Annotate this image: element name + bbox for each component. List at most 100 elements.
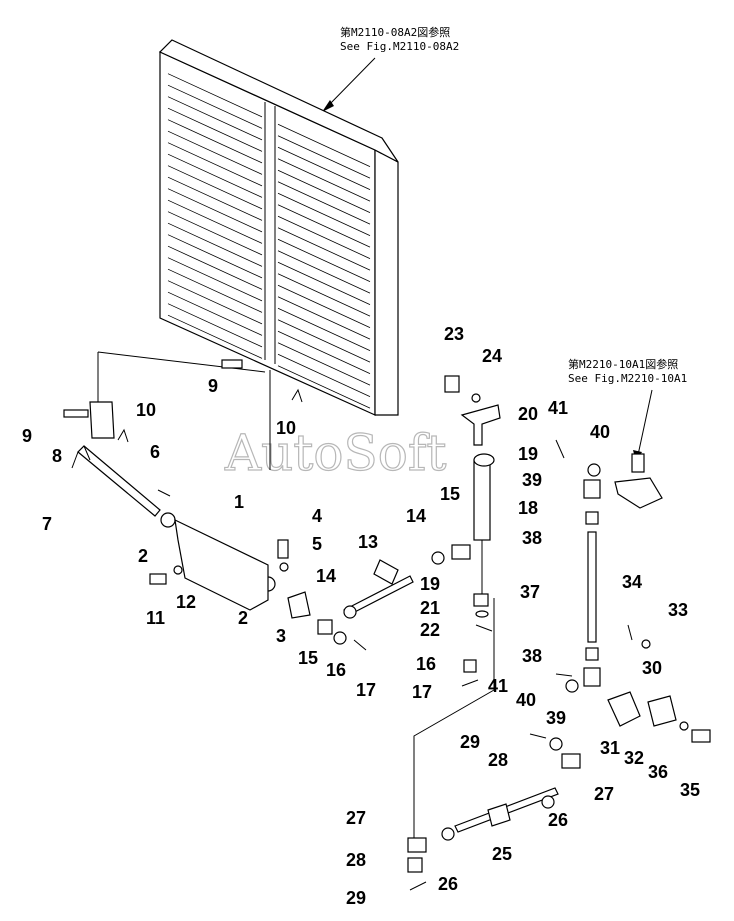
ref-right-en: See Fig.M2210-10A1: [568, 372, 687, 385]
louver-slat: [277, 261, 371, 305]
callout-26: 26: [438, 874, 458, 894]
louver-slat: [277, 123, 371, 167]
callout-28: 28: [346, 850, 366, 870]
louver-slat: [167, 176, 263, 221]
callout-labels: 1 2 2 3 4 5 6 7 8 9 9 10 10 11 12 13 14 …: [22, 324, 700, 908]
ref-right-jp: 第M2210-10A1図参照: [568, 357, 678, 371]
callout-2: 2: [138, 546, 148, 566]
louver-slat: [277, 353, 371, 397]
louver-slat: [277, 319, 371, 363]
louver-slat: [167, 165, 263, 210]
callout-12: 12: [176, 592, 196, 612]
watermark: AutoSoft: [224, 424, 446, 482]
louver-slat: [167, 280, 263, 325]
louver-slat: [277, 227, 371, 271]
ref-top-jp: 第M2110-08A2図参照: [340, 25, 450, 39]
louver-slat: [167, 188, 263, 233]
callout-25: 25: [492, 844, 512, 864]
callout-21: 21: [420, 598, 440, 618]
louver-slat: [277, 181, 371, 225]
callout-9: 9: [22, 426, 32, 446]
louver-slat: [277, 158, 371, 202]
callout-36: 36: [648, 762, 668, 782]
louver-slat: [277, 204, 371, 248]
callout-18: 18: [518, 498, 538, 518]
louver-slat: [277, 307, 371, 351]
louver-slat: [277, 330, 371, 374]
callout-41: 41: [548, 398, 568, 418]
callout-35: 35: [680, 780, 700, 800]
louver-slat: [277, 215, 371, 259]
callout-15: 15: [440, 484, 460, 504]
callout-38: 38: [522, 646, 542, 666]
louver-slat: [167, 130, 263, 175]
louver-slat: [167, 234, 263, 279]
louver-slat: [167, 303, 263, 348]
louver-slat: [277, 296, 371, 340]
callout-39: 39: [546, 708, 566, 728]
callout-4: 4: [312, 506, 322, 526]
callout-38: 38: [522, 528, 542, 548]
callout-32: 32: [624, 748, 644, 768]
callout-11: 11: [146, 608, 165, 628]
callout-29: 29: [346, 888, 366, 908]
louver-slat: [167, 153, 263, 198]
ref-top-arrowhead: [322, 100, 334, 112]
callout-23: 23: [444, 324, 464, 344]
louver-slat: [167, 119, 263, 164]
callout-29: 29: [460, 732, 480, 752]
callout-1: 1: [234, 492, 244, 512]
louver-slat: [167, 96, 263, 141]
louver-panel: [158, 39, 399, 416]
callout-31: 31: [600, 738, 620, 758]
louver-slat: [167, 199, 263, 244]
callout-30: 30: [642, 658, 662, 678]
louver-slat: [277, 192, 371, 236]
callout-9: 9: [208, 376, 218, 396]
louver-slat: [167, 222, 263, 267]
louver-slat: [167, 73, 263, 118]
callout-39: 39: [522, 470, 542, 490]
callout-14: 14: [406, 506, 426, 526]
callout-19: 19: [420, 574, 440, 594]
callout-40: 40: [590, 422, 610, 442]
louver-slat: [277, 273, 371, 317]
callout-41: 41: [488, 676, 508, 696]
louver-slat: [277, 169, 371, 213]
callout-6: 6: [150, 442, 160, 462]
callout-14: 14: [316, 566, 336, 586]
linkage-parts: [63, 351, 711, 891]
callout-2: 2: [238, 608, 248, 628]
callout-16: 16: [416, 654, 436, 674]
louver-slat: [277, 284, 371, 328]
callout-20: 20: [518, 404, 538, 424]
louver-slat: [277, 365, 371, 409]
louver-slat: [167, 142, 263, 187]
louver-slat: [167, 107, 263, 152]
ref-top-arrow: [325, 57, 376, 109]
louver-slat: [167, 211, 263, 256]
louver-slat: [167, 245, 263, 290]
callout-8: 8: [52, 446, 62, 466]
ref-right-arrow: [637, 389, 653, 456]
louver-slat: [277, 135, 371, 179]
callout-19: 19: [518, 444, 538, 464]
callout-3: 3: [276, 626, 286, 646]
louver-slat: [277, 342, 371, 386]
callout-33: 33: [668, 600, 688, 620]
callout-10: 10: [136, 400, 156, 420]
louver-slat: [167, 291, 263, 336]
callout-7: 7: [42, 514, 52, 534]
callout-37: 37: [520, 582, 540, 602]
callout-27: 27: [594, 784, 614, 804]
callout-26: 26: [548, 810, 568, 830]
callout-15: 15: [298, 648, 318, 668]
louver-slat: [167, 84, 263, 129]
callout-13: 13: [358, 532, 378, 552]
callout-22: 22: [420, 620, 440, 640]
louver-slat: [277, 238, 371, 282]
callout-16: 16: [326, 660, 346, 680]
callout-5: 5: [312, 534, 322, 554]
